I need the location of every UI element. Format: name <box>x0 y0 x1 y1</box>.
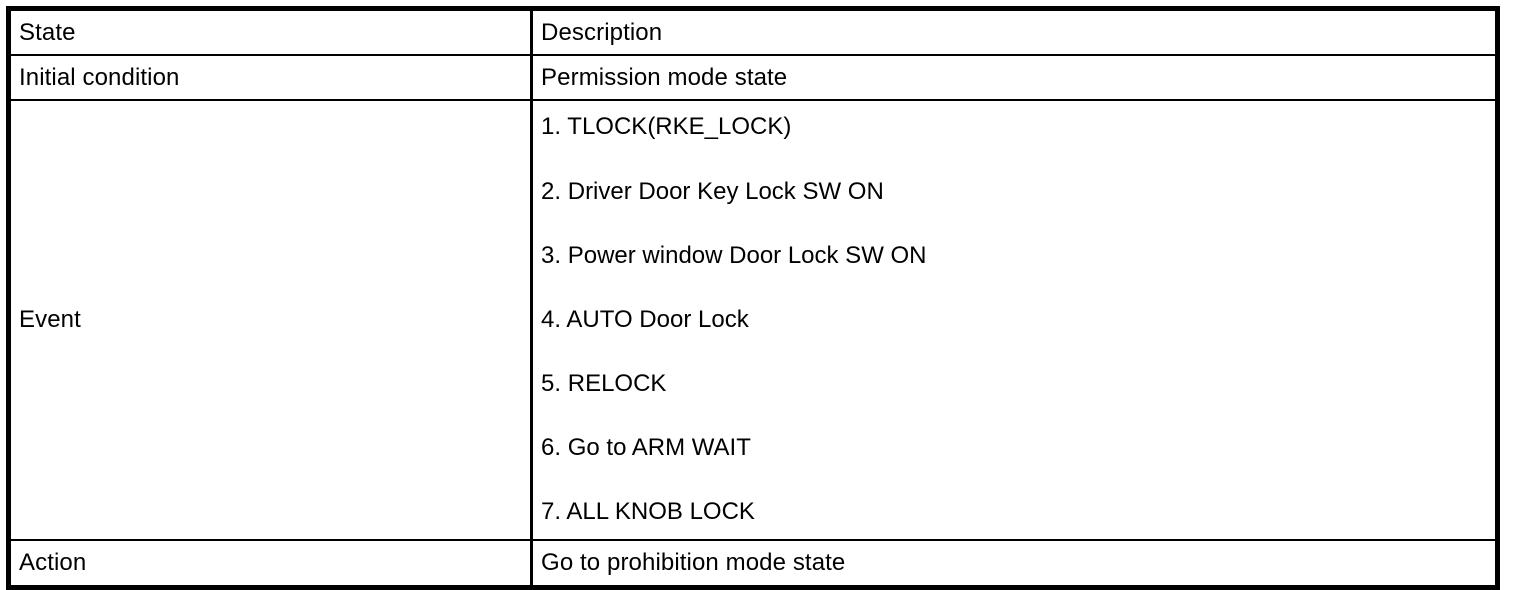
column-header-state: State <box>19 19 76 46</box>
table-row-event: Event 1. TLOCK(RKE_LOCK) 2. Driver Door … <box>8 100 1498 541</box>
cell-state-action: Action <box>8 540 534 588</box>
label-event: Event <box>19 306 81 333</box>
column-header-description: Description <box>541 19 663 46</box>
event-item-list: 1. TLOCK(RKE_LOCK) 2. Driver Door Key Lo… <box>533 101 1495 539</box>
label-initial-condition: Initial condition <box>19 64 180 91</box>
table-row-action: Action Go to prohibition mode state <box>8 540 1498 588</box>
list-item: 4. AUTO Door Lock <box>541 306 749 333</box>
cell-state-initial-condition: Initial condition <box>8 55 534 101</box>
table-row-initial-condition: Initial condition Permission mode state <box>8 55 1498 101</box>
list-item: 6. Go to ARM WAIT <box>541 434 751 461</box>
state-description-table: State Description Initial condition Perm… <box>6 6 1500 590</box>
list-item: 7. ALL KNOB LOCK <box>541 498 755 525</box>
cell-state-event: Event <box>8 100 534 541</box>
list-item: 3. Power window Door Lock SW ON <box>541 242 927 269</box>
list-item: 2. Driver Door Key Lock SW ON <box>541 178 884 205</box>
table-header-row: State Description <box>8 8 1498 56</box>
document-page: State Description Initial condition Perm… <box>6 6 1500 590</box>
label-action: Action <box>19 549 87 576</box>
list-item: 1. TLOCK(RKE_LOCK) <box>541 113 792 140</box>
cell-description-action: Go to prohibition mode state <box>531 540 1498 588</box>
cell-description-event: 1. TLOCK(RKE_LOCK) 2. Driver Door Key Lo… <box>531 100 1498 541</box>
value-initial-condition: Permission mode state <box>541 64 788 91</box>
list-item: 5. RELOCK <box>541 370 667 397</box>
value-action: Go to prohibition mode state <box>541 549 846 576</box>
header-cell-description: Description <box>531 8 1498 56</box>
header-cell-state: State <box>8 8 534 56</box>
cell-description-initial-condition: Permission mode state <box>531 55 1498 101</box>
